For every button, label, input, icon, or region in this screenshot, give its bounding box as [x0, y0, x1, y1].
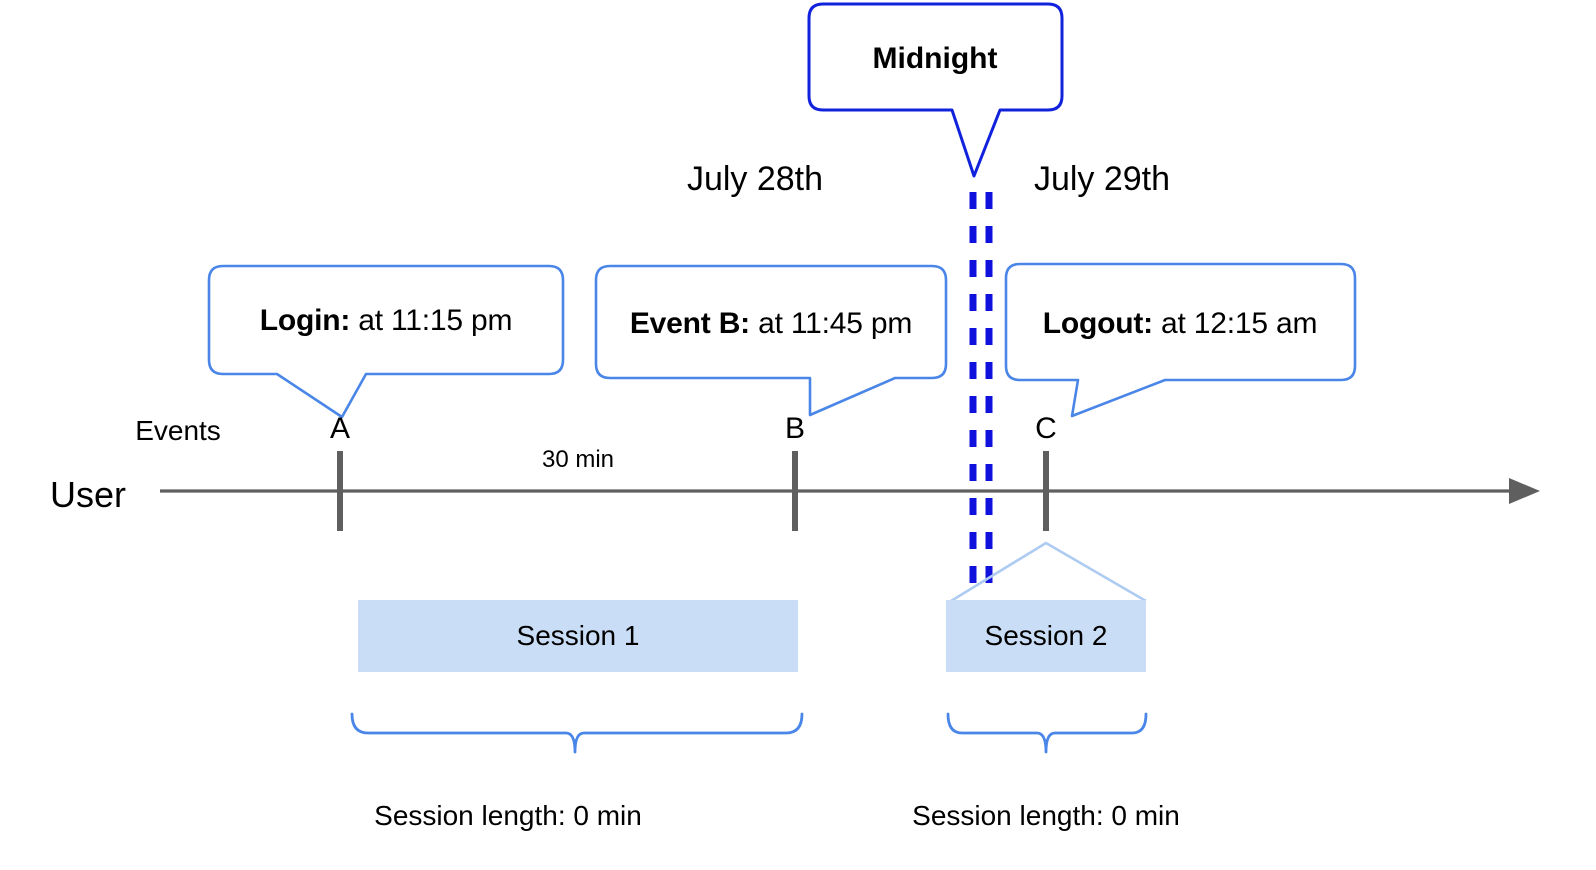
- event-b-callout-shape: [594, 264, 948, 417]
- logout-callout-shape: [1004, 262, 1357, 418]
- logout-callout-bold: Logout:: [1042, 307, 1153, 340]
- event-b-callout-bold: Event B:: [629, 307, 750, 340]
- midnight-callout-shape: [807, 2, 1064, 178]
- event-b-callout-text: Event B: at 11:45 pm: [630, 307, 912, 341]
- session-boxes: [358, 600, 1146, 672]
- session-1-label: Session 1: [516, 620, 640, 651]
- midnight-callout-label: Midnight: [872, 42, 998, 75]
- event-marker-label-c: C: [1035, 412, 1057, 445]
- session-1-length-label: Session length: 0 min: [374, 800, 642, 831]
- login-callout-text: Login: at 11:15 pm: [260, 304, 513, 338]
- login-callout-bold: Login:: [259, 304, 351, 337]
- event-tick-markers: [337, 451, 1049, 531]
- event-marker-label-a: A: [329, 412, 351, 445]
- session-2-length-label: Session length: 0 min: [912, 800, 1180, 831]
- date-label-july-29: July 29th: [1033, 160, 1171, 198]
- duration-label-30-min: 30 min: [541, 446, 615, 473]
- timeline-axis: [160, 478, 1540, 504]
- session1-brace: [350, 712, 804, 754]
- date-label-july-28: July 28th: [686, 160, 824, 198]
- login-callout-rest: at 11:15 pm: [350, 304, 513, 337]
- session2-brace: [946, 712, 1148, 754]
- session2-connector: [950, 541, 1147, 603]
- events-row-label: Events: [135, 415, 221, 446]
- logout-callout-rest: at 12:15 am: [1152, 307, 1318, 340]
- user-row-label: User: [50, 474, 127, 515]
- event-marker-label-b: B: [784, 412, 806, 445]
- login-callout-shape: [207, 264, 565, 419]
- midnight-dashed-lines: [969, 192, 993, 592]
- logout-callout-text: Logout: at 12:15 am: [1043, 307, 1318, 341]
- event-b-callout-rest: at 11:45 pm: [749, 307, 913, 340]
- session-2-label: Session 2: [984, 620, 1108, 651]
